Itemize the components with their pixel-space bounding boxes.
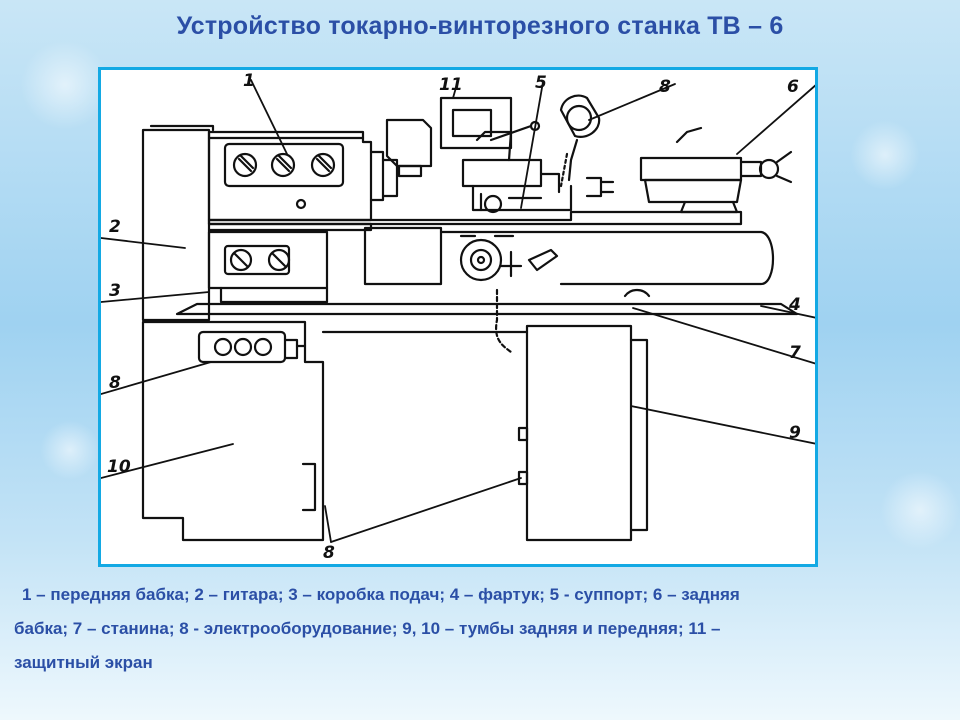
label-4: 4 — [788, 295, 801, 315]
carriage-support — [461, 158, 543, 188]
label-3: 3 — [109, 281, 121, 301]
control-panel — [197, 330, 287, 364]
chip-tray — [175, 302, 799, 316]
lathe-diagram: 1 11 5 8 6 2 3 4 7 8 9 10 8 — [101, 71, 815, 563]
label-7: 7 — [789, 343, 801, 363]
front-pedestal — [141, 320, 325, 542]
background-sparkle — [850, 120, 920, 190]
apron — [363, 226, 443, 286]
label-9: 9 — [789, 423, 801, 443]
label-8-top: 8 — [659, 77, 671, 97]
label-1: 1 — [243, 71, 255, 91]
protective-screen — [439, 96, 513, 150]
headstock — [207, 130, 373, 222]
guitar-cover — [141, 128, 211, 322]
caption-line-1: 1 – передняя бабка; 2 – гитара; 3 – коро… — [22, 585, 740, 604]
background-sparkle — [880, 470, 960, 550]
label-5: 5 — [535, 73, 547, 93]
page-title: Устройство токарно-винторезного станка Т… — [176, 12, 784, 40]
background-sparkle — [20, 40, 110, 130]
label-11: 11 — [439, 75, 463, 95]
caption-line-2: бабка; 7 – станина; 8 - электрооборудова… — [14, 619, 721, 638]
rear-pedestal — [525, 324, 633, 542]
legend-caption: 1 – передняя бабка; 2 – гитара; 3 – коро… — [14, 578, 934, 680]
label-2: 2 — [109, 217, 121, 237]
headstock-control-panel — [223, 142, 345, 188]
electric-box — [385, 118, 433, 168]
label-6: 6 — [787, 77, 799, 97]
label-8-left: 8 — [109, 373, 121, 393]
label-10: 10 — [107, 457, 131, 477]
tailstock — [639, 156, 743, 182]
background-sparkle — [40, 420, 100, 480]
lathe-diagram-frame: 1 11 5 8 6 2 3 4 7 8 9 10 8 — [98, 67, 818, 567]
caption-line-3: защитный экран — [14, 653, 153, 672]
work-lamp — [559, 94, 601, 138]
label-8-bottom: 8 — [323, 543, 335, 563]
bed-ways — [207, 210, 743, 226]
